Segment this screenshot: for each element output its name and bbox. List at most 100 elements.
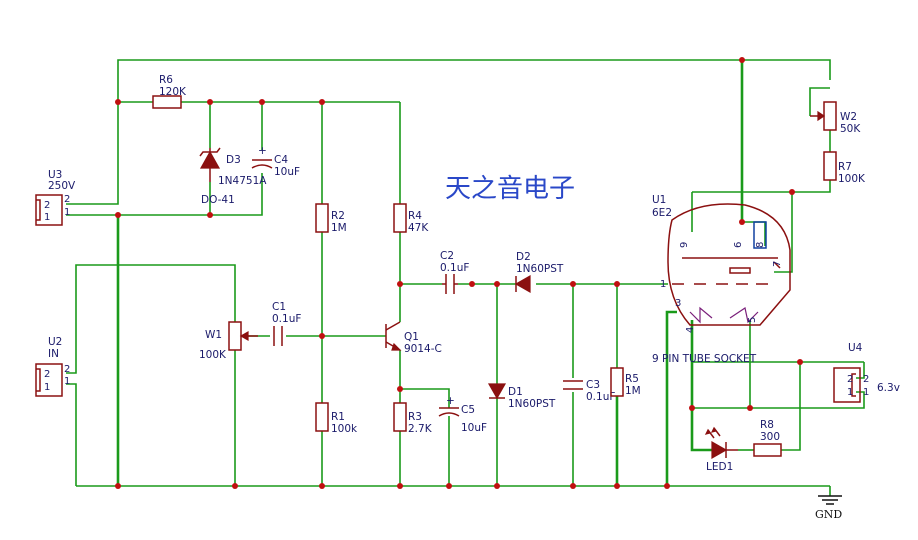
svg-text:120K: 120K [159, 86, 187, 98]
svg-text:R8: R8 [760, 419, 774, 431]
svg-text:GND: GND [815, 508, 842, 521]
diode-d2: D2 1N60PST [514, 251, 564, 294]
resistor-r5: R5 1M [610, 367, 641, 397]
svg-text:U4: U4 [848, 342, 863, 354]
svg-text:DO-41: DO-41 [201, 194, 235, 206]
svg-text:1: 1 [64, 376, 70, 387]
resistor-r4: R4 47K [393, 203, 429, 234]
svg-text:R6: R6 [159, 74, 173, 86]
svg-text:10uF: 10uF [274, 166, 300, 178]
svg-text:C4: C4 [274, 154, 288, 166]
svg-text:2: 2 [44, 200, 50, 211]
svg-text:1N60PST: 1N60PST [516, 263, 564, 275]
svg-text:8: 8 [755, 242, 766, 248]
svg-text:C1: C1 [272, 301, 286, 313]
svg-text:2: 2 [847, 374, 853, 385]
svg-text:47K: 47K [408, 222, 429, 234]
wires [66, 59, 865, 496]
svg-text:R4: R4 [408, 210, 422, 222]
svg-text:0.1uF: 0.1uF [586, 391, 615, 403]
svg-text:U1: U1 [652, 194, 666, 206]
diode-d1: D1 1N60PST [487, 383, 556, 410]
svg-text:100K: 100K [199, 349, 227, 361]
svg-text:1: 1 [64, 207, 70, 218]
svg-text:+: + [446, 395, 455, 407]
resistor-r7: R7 100K [823, 151, 866, 185]
led-led1: LED1 [704, 426, 738, 473]
resistor-r1: R1 100k [315, 402, 358, 435]
svg-text:250V: 250V [48, 180, 76, 192]
potentiometer-w2: W2 50K [810, 101, 861, 135]
svg-text:1: 1 [660, 279, 666, 290]
svg-text:U3: U3 [48, 169, 62, 181]
svg-text:1: 1 [44, 212, 50, 223]
svg-text:0.1uF: 0.1uF [440, 262, 469, 274]
svg-text:4: 4 [685, 327, 696, 333]
svg-text:2.7K: 2.7K [408, 423, 433, 435]
svg-text:C5: C5 [461, 404, 475, 416]
resistor-r6: R6 120K [152, 74, 187, 109]
svg-text:9: 9 [679, 242, 690, 248]
svg-text:100K: 100K [838, 173, 866, 185]
potentiometer-w1: W1 100K [199, 321, 258, 361]
svg-text:2: 2 [863, 374, 869, 385]
vacuum-tube-u1: 1 3 9 6 8 7 4 5 U1 6E2 9 PIN TUBE SOCKET [652, 194, 791, 365]
svg-text:6E2: 6E2 [652, 207, 672, 219]
svg-text:9 PIN TUBE SOCKET: 9 PIN TUBE SOCKET [652, 353, 757, 365]
svg-text:1: 1 [863, 387, 869, 398]
connector-u4: 2 1 2 1 U4 6.3v [833, 342, 900, 403]
svg-text:LED1: LED1 [706, 461, 733, 473]
transistor-q1: Q1 9014-C [385, 321, 442, 355]
svg-text:2: 2 [64, 364, 70, 375]
svg-text:6: 6 [733, 242, 744, 248]
svg-text:D3: D3 [226, 154, 241, 166]
svg-text:IN: IN [48, 348, 59, 360]
svg-text:R5: R5 [625, 373, 639, 385]
svg-text:C3: C3 [586, 379, 600, 391]
svg-text:+: + [258, 145, 267, 157]
svg-text:C2: C2 [440, 250, 454, 262]
connector-u2: 2 1 2 1 U2 IN [35, 336, 70, 397]
connector-u3: 2 1 2 1 U3 250V [35, 169, 76, 226]
svg-text:W2: W2 [840, 111, 857, 123]
svg-text:3: 3 [675, 298, 681, 309]
svg-text:1N60PST: 1N60PST [508, 398, 556, 410]
svg-text:0.1uF: 0.1uF [272, 313, 301, 325]
capacitor-c3: C3 0.1uF [563, 379, 615, 403]
zener-diode-d3: D3 1N4751A DO-41 [199, 147, 267, 206]
resistor-r2: R2 1M [315, 203, 347, 234]
svg-text:U2: U2 [48, 336, 62, 348]
resistor-r3: R3 2.7K [393, 402, 433, 435]
svg-text:R1: R1 [331, 411, 345, 423]
svg-text:300: 300 [760, 431, 780, 443]
svg-text:9014-C: 9014-C [404, 343, 442, 355]
svg-text:2: 2 [64, 194, 70, 205]
svg-text:2: 2 [44, 369, 50, 380]
watermark-text: 天之音电子 [445, 174, 575, 204]
svg-text:R7: R7 [838, 161, 852, 173]
svg-text:D1: D1 [508, 386, 523, 398]
svg-text:5: 5 [747, 317, 758, 323]
capacitor-c5: + C5 10uF [438, 395, 487, 434]
svg-text:R2: R2 [331, 210, 345, 222]
svg-text:D2: D2 [516, 251, 531, 263]
svg-text:1M: 1M [625, 385, 641, 397]
capacitor-c2: C2 0.1uF [440, 250, 469, 294]
ground-symbol: GND [815, 495, 842, 521]
svg-text:Q1: Q1 [404, 331, 419, 343]
junction-dots [115, 57, 803, 489]
svg-text:7: 7 [772, 261, 783, 267]
svg-text:1: 1 [847, 387, 853, 398]
capacitor-c4: + C4 10uF [251, 145, 300, 178]
svg-text:W1: W1 [205, 329, 222, 341]
svg-text:10uF: 10uF [461, 422, 487, 434]
svg-text:R3: R3 [408, 411, 422, 423]
resistor-r8: R8 300 [753, 419, 782, 457]
svg-text:50K: 50K [840, 123, 861, 135]
svg-text:1N4751A: 1N4751A [218, 175, 267, 187]
svg-text:6.3v: 6.3v [877, 382, 900, 394]
svg-text:100k: 100k [331, 423, 358, 435]
svg-text:1M: 1M [331, 222, 347, 234]
